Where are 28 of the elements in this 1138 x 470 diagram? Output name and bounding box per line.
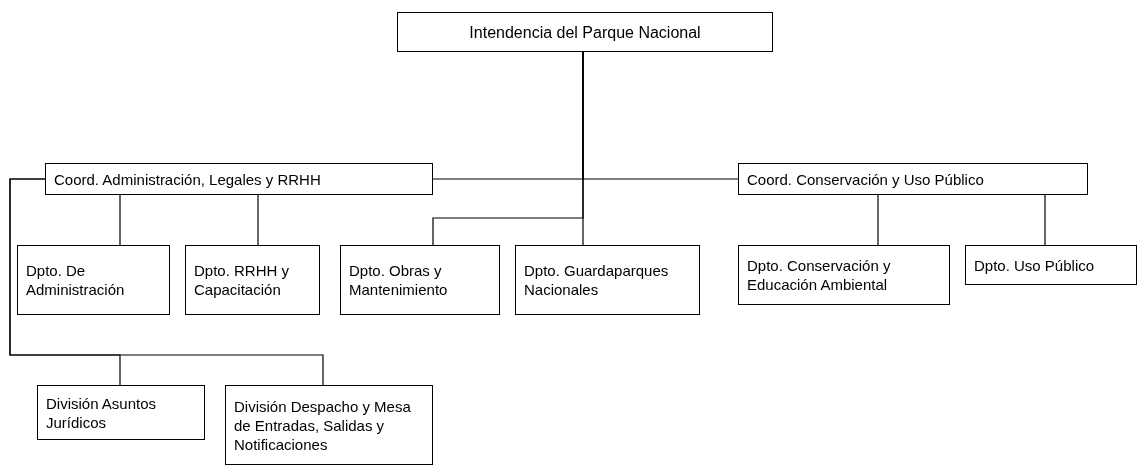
org-box bbox=[738, 163, 1088, 195]
org-box bbox=[340, 245, 500, 315]
org-box bbox=[185, 245, 320, 315]
org-box bbox=[515, 245, 700, 315]
box-label: Dpto. RRHH y Capacitación bbox=[194, 261, 291, 299]
box-label: División Asuntos Jurídicos bbox=[46, 393, 158, 432]
org-box bbox=[45, 163, 433, 195]
connector-line bbox=[1044, 194, 1046, 246]
box-label: Coord. Administración, Legales y RRHH bbox=[54, 169, 322, 189]
connector-line bbox=[257, 194, 259, 246]
org-box bbox=[738, 245, 950, 305]
box-label: Dpto. De Administración bbox=[26, 261, 126, 299]
box-label: Dpto. Guardaparques Nacionales bbox=[524, 261, 670, 299]
box-label: Dpto. Conservación y Educación Ambiental bbox=[747, 256, 892, 294]
box-label: Intendencia del Parque Nacional bbox=[469, 22, 701, 42]
org-box bbox=[225, 385, 433, 465]
connector-line bbox=[582, 51, 584, 246]
connector-line bbox=[877, 194, 879, 246]
org-box bbox=[37, 385, 205, 440]
org-box bbox=[17, 245, 170, 315]
box-label: Coord. Conservación y Uso Público bbox=[747, 169, 985, 189]
box-label: Dpto. Obras y Mantenimiento bbox=[349, 261, 449, 299]
org-box bbox=[397, 12, 773, 52]
box-label: División Despacho y Mesa de Entradas, Salidas y Notificaciones bbox=[234, 396, 412, 454]
connector-line bbox=[119, 194, 121, 246]
box-label: Dpto. Uso Público bbox=[974, 255, 1096, 275]
connector-line bbox=[9, 178, 324, 386]
org-box bbox=[965, 245, 1137, 285]
